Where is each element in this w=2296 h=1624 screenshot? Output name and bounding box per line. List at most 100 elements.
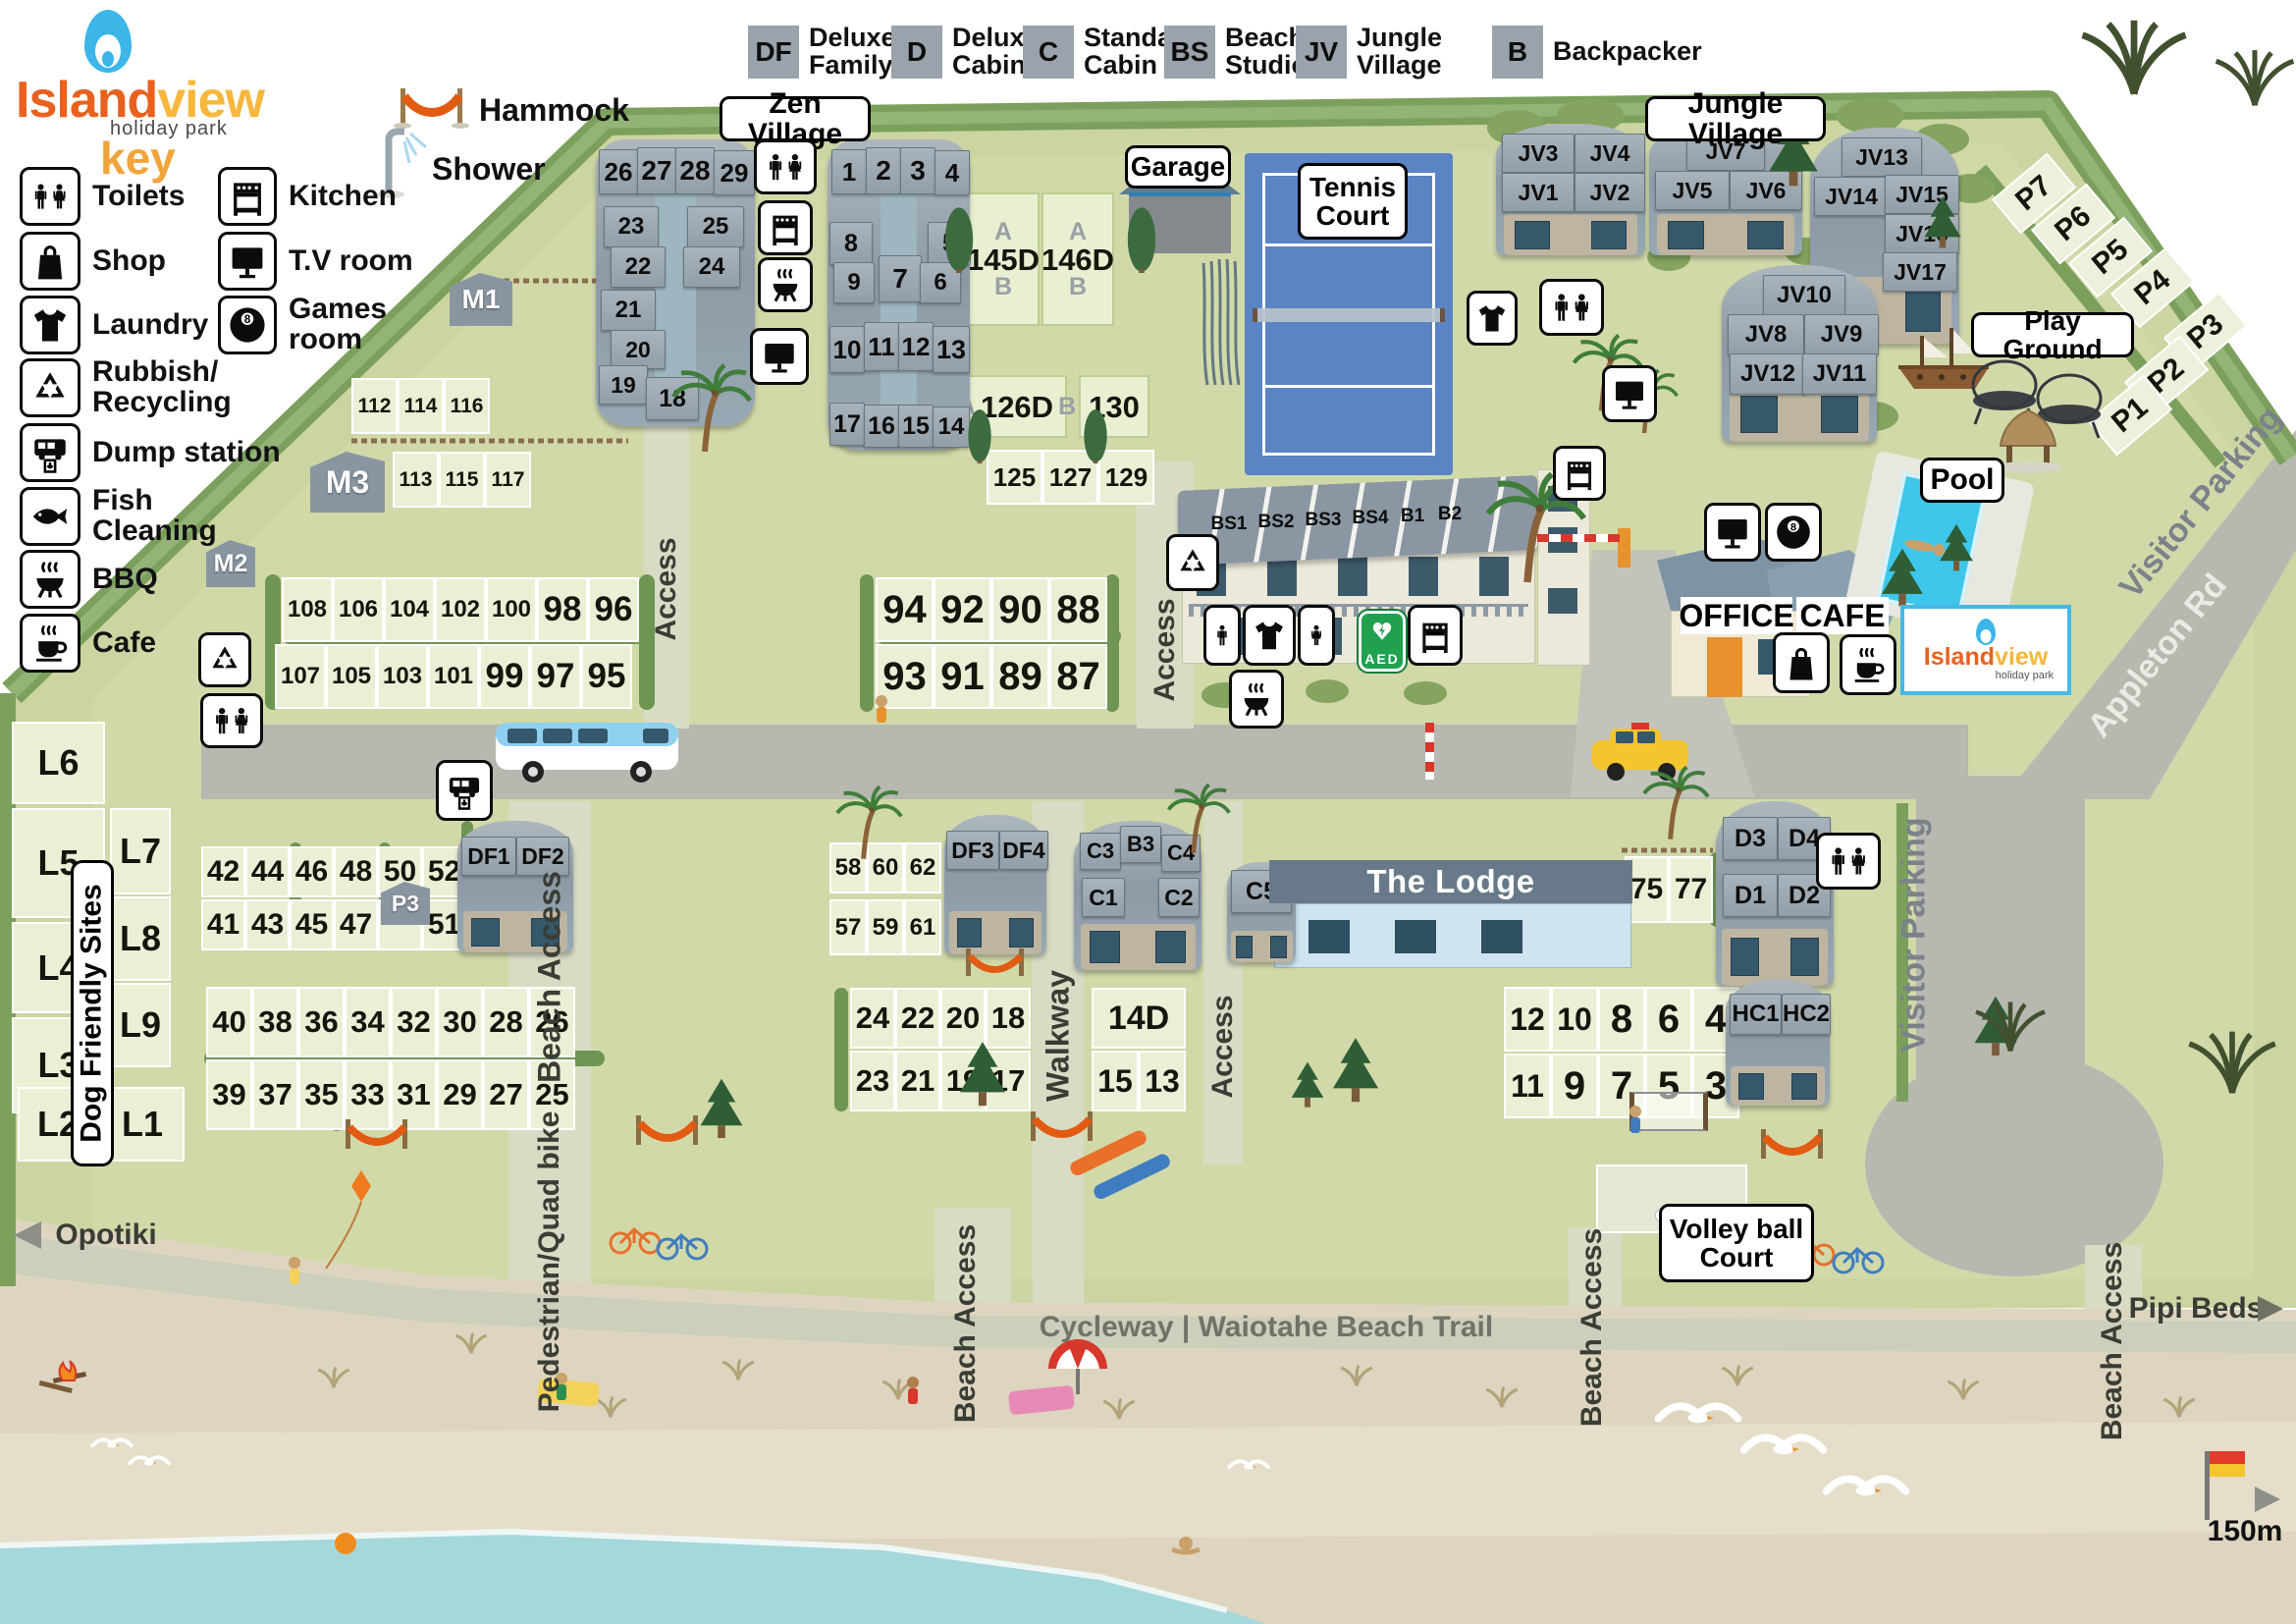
plot-sublabel: B <box>993 272 1013 300</box>
site-cell-105: 105 <box>326 644 377 709</box>
recycling-icon-glyph <box>27 366 73 409</box>
dump-station-icon <box>436 760 493 821</box>
site-cell-62: 62 <box>904 842 941 893</box>
recycling-icon-glyph <box>206 640 243 679</box>
tv-icon-glyph <box>1712 511 1753 554</box>
site-cell-L6: L6 <box>12 722 105 804</box>
site-cell-90: 90 <box>991 577 1049 642</box>
marker-M3: M3 <box>310 452 385 513</box>
sign-part2: view <box>1995 643 2049 671</box>
unit-14: 14 <box>933 406 970 448</box>
games-room-icon <box>1765 503 1822 562</box>
unit-JV13: JV13 <box>1842 137 1922 177</box>
toilets-icon <box>1539 279 1604 336</box>
aed-sign: AED <box>1357 609 1408 674</box>
bbq-icon <box>20 550 80 609</box>
site-cell-100: 100 <box>486 577 537 642</box>
label-beach-access: Beach Access <box>949 1223 982 1424</box>
aed-sign-glyph <box>1364 617 1400 652</box>
cafe-icon-glyph <box>1847 642 1889 687</box>
site-cell-44: 44 <box>245 846 290 897</box>
site-cell-24: 24 <box>850 988 895 1049</box>
unit-28: 28 <box>675 147 715 194</box>
cafe-icon <box>1840 634 1896 695</box>
site-cell-6: 6 <box>1645 987 1692 1052</box>
kitchen-icon <box>218 167 277 226</box>
legend-label-D: Deluxe Cabin <box>952 23 1040 80</box>
label-beach-access: Beach Access <box>531 871 567 1083</box>
site-cell-93: 93 <box>876 644 934 709</box>
marker-M1: M1 <box>450 273 512 326</box>
striped-pole <box>1425 723 1434 780</box>
unit-JV16: JV16 <box>1885 214 1959 253</box>
site-cell-34: 34 <box>345 987 391 1057</box>
plot-126D: A126DB <box>958 375 1076 438</box>
site-cell-10: 10 <box>1551 987 1598 1052</box>
logo: Islandview holiday park key <box>14 8 338 184</box>
site-cell-97: 97 <box>530 644 581 709</box>
label-office: OFFICE <box>1679 597 1794 634</box>
label-volley-ball-court: Volley ball Court <box>1659 1204 1814 1282</box>
legend-code-D: D <box>891 26 942 79</box>
site-cell-37: 37 <box>252 1059 298 1130</box>
unit-25: 25 <box>687 206 744 247</box>
site-cell-17: 17 <box>986 1051 1031 1111</box>
unit-12: 12 <box>898 322 934 371</box>
legend-code-BS: BS <box>1164 26 1215 79</box>
garage-building-body <box>1129 192 1231 253</box>
label-cycleway-waiotahe-beach-trail: Cycleway | Waiotahe Beach Trail <box>1039 1311 1494 1343</box>
womens-toilet-icon-glyph <box>1306 613 1327 658</box>
unit-20: 20 <box>611 330 666 369</box>
site-cell-94: 94 <box>876 577 934 642</box>
site-cell-28: 28 <box>483 987 529 1057</box>
site-cell-104: 104 <box>384 577 435 642</box>
unit-JV17: JV17 <box>1883 252 1957 292</box>
building-facade <box>1731 1066 1825 1106</box>
logo-mark <box>84 10 132 73</box>
distance-arrow-icon <box>2255 1487 2280 1512</box>
unit-BS3: BS3 <box>1305 510 1342 530</box>
sign-logo-mark <box>1976 619 1996 645</box>
sign-subtitle: holiday park <box>1995 670 2054 681</box>
unit-DF2: DF2 <box>516 837 569 876</box>
site-cell-89: 89 <box>991 644 1049 709</box>
shop-icon-glyph <box>1781 640 1822 685</box>
key-label-hammock: Hammock <box>479 91 629 128</box>
site-cell-106: 106 <box>333 577 384 642</box>
legend-label-B: Backpacker <box>1553 36 1702 67</box>
unit-17: 17 <box>829 403 865 446</box>
unit-8: 8 <box>829 222 873 265</box>
site-cell-42: 42 <box>201 846 245 897</box>
site-cell-91: 91 <box>934 644 991 709</box>
unit-26: 26 <box>599 149 638 194</box>
office-door <box>1707 637 1742 697</box>
label-opotiki: Opotiki <box>55 1218 157 1251</box>
unit-JV11: JV11 <box>1802 353 1877 395</box>
site-cell-35: 35 <box>298 1059 345 1130</box>
unit-DF3: DF3 <box>946 831 999 870</box>
tennis-service-line <box>1262 385 1435 388</box>
label-cafe: CAFE <box>1796 597 1889 634</box>
site-cell-43: 43 <box>245 899 290 950</box>
tennis-service-line <box>1262 244 1435 246</box>
site-cell-9: 9 <box>1551 1054 1598 1118</box>
cafe-icon-glyph <box>27 622 73 665</box>
kitchen-icon <box>1408 605 1463 666</box>
key-label-cafe: Cafe <box>92 625 157 659</box>
unit-JV4: JV4 <box>1575 134 1645 173</box>
plot-130: 130 <box>1079 375 1149 438</box>
unit-JV6: JV6 <box>1730 171 1802 210</box>
key-label-dump-station: Dump station <box>92 435 281 468</box>
unit-JV3: JV3 <box>1502 134 1575 173</box>
volleyball-net <box>1629 1092 1708 1131</box>
unit-DF4: DF4 <box>999 831 1048 870</box>
games-room-icon-glyph <box>1773 511 1814 554</box>
kite <box>325 1170 371 1270</box>
plot-sublabel: B <box>1068 272 1088 300</box>
swing-frame <box>1201 258 1241 386</box>
site-cell-13: 13 <box>1139 1051 1186 1111</box>
building-facade <box>1503 214 1638 255</box>
mens-toilet-icon <box>1203 605 1241 666</box>
laundry-icon-glyph <box>1251 613 1288 658</box>
